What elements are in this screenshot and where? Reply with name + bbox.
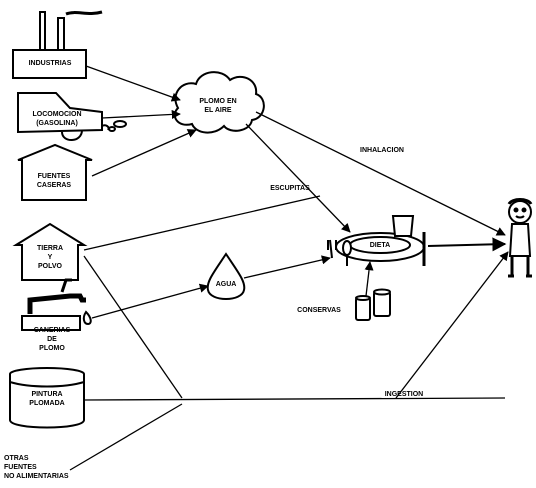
arrow-tierra-ingestion: [83, 255, 183, 399]
label-otras-line1: OTRAS: [4, 455, 29, 462]
label-dieta: DIETA: [369, 242, 391, 249]
label-locomocion-line1: LOCOMOCION: [32, 111, 82, 118]
arrow-aire-inhalacion: [255, 111, 506, 236]
arrow-conservas-dieta: [364, 261, 374, 297]
car-icon: [17, 92, 127, 141]
label-ingestion: INGESTION: [384, 391, 424, 398]
label-fuentes-caseras-line2: CASERAS: [36, 182, 72, 189]
arrow-otras-ingestion: [69, 403, 183, 471]
arrow-dieta-nino: [427, 237, 507, 252]
label-otras-line3: NO ALIMENTARIAS: [4, 473, 69, 480]
faucet-icon: [21, 278, 92, 331]
label-agua: AGUA: [215, 281, 237, 288]
label-pintura: PINTURA PLOMADA: [18, 390, 76, 408]
label-tierra-line2: Y: [47, 254, 53, 261]
cans-icon: [355, 288, 391, 321]
label-otras-fuentes: OTRAS FUENTES NO ALIMENTARIAS: [4, 454, 84, 481]
label-aire-line1: PLOMO EN: [199, 98, 237, 105]
paint-can-icon: [9, 367, 85, 429]
label-otras-line2: FUENTES: [4, 464, 37, 471]
arrow-canerias-agua: [91, 283, 209, 319]
plate-icon: [327, 215, 426, 266]
factory-icon: [12, 10, 103, 79]
arrow-tierra-escupitas: [83, 195, 321, 251]
label-tierra-line3: POLVO: [38, 263, 62, 270]
label-conservas: CONSERVAS: [297, 307, 341, 314]
arrow-industrias-aire: [85, 65, 181, 102]
label-industrias: INDUSTRIAS: [28, 60, 72, 67]
label-tierra-polvo: TIERRA Y POLVO: [24, 244, 76, 271]
child-icon: [507, 198, 533, 278]
label-aire-line2: EL AIRE: [204, 107, 232, 114]
water-drop-icon: [206, 252, 246, 300]
label-canerias-line3: PLOMO: [39, 345, 65, 352]
label-canerias-line1: CANERIAS: [33, 327, 71, 334]
label-canerias-line2: DE: [47, 336, 57, 343]
air-cloud-icon: [173, 71, 265, 134]
label-inhalacion: INHALACION: [360, 147, 404, 154]
label-pintura-line1: PINTURA: [31, 391, 63, 398]
arrow-locomocion-aire: [101, 109, 181, 119]
house-icon: [12, 222, 88, 281]
arrow-pintura-ingestion: [83, 397, 506, 401]
house-icon: [17, 143, 93, 201]
arrow-ingestion-nino: [395, 251, 509, 399]
label-locomocion: LOCOMOCION (GASOLINA): [18, 110, 96, 128]
label-pintura-line2: PLOMADA: [29, 400, 65, 407]
label-plomo-aire: PLOMO EN EL AIRE: [190, 97, 246, 115]
label-fuentes-caseras-line1: FUENTES: [37, 173, 71, 180]
arrow-agua-dieta: [243, 255, 331, 279]
arrow-caseras-aire: [91, 129, 197, 177]
arrow-aire-dieta: [245, 123, 351, 233]
label-tierra-line1: TIERRA: [36, 245, 64, 252]
label-canerias: CANERIAS DE PLOMO: [30, 326, 74, 353]
connection-arrows: [69, 65, 509, 471]
label-fuentes-caseras: FUENTES CASERAS: [24, 172, 84, 190]
label-locomocion-line2: (GASOLINA): [36, 120, 78, 127]
label-escupitas: ESCUPITAS: [270, 185, 310, 192]
